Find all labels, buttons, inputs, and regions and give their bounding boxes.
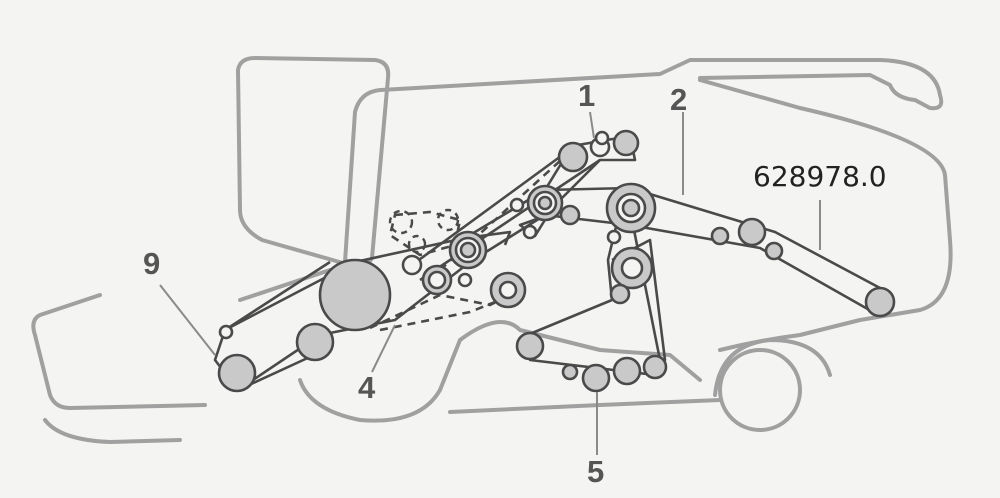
pulley-top-4 <box>612 129 640 157</box>
pulley-idler-d <box>522 224 538 240</box>
pulley-lower-b-inner <box>498 280 518 300</box>
pulley-lower-2 <box>581 363 611 393</box>
pulley-top-1 <box>557 141 589 173</box>
body-rear-outline <box>698 78 953 352</box>
header-lower <box>43 418 182 444</box>
pulley-lower-1 <box>561 363 579 381</box>
pulley-mid-right-inner <box>620 256 644 280</box>
part-number-label: 628978.0 <box>753 160 887 193</box>
pulley-double-a-inner <box>427 270 447 290</box>
pulley-large-right-inner <box>621 198 641 218</box>
pulley-feeder-large <box>217 353 257 393</box>
leader-lines <box>159 111 821 455</box>
machine-outline <box>31 56 953 444</box>
pulley-idler-c <box>509 197 525 213</box>
pulley-rear-end <box>864 286 896 318</box>
chassis-lower-outline <box>298 320 702 423</box>
pulley-lower-3 <box>612 356 642 386</box>
pulley-rear-3 <box>764 241 784 261</box>
dashed-pulley-3 <box>407 234 427 254</box>
pulley-upper-mid-inner <box>537 195 553 211</box>
pulley-rear-2 <box>737 217 767 247</box>
pulley-rear-1 <box>710 226 730 246</box>
pulley-idler-b <box>457 272 473 288</box>
rear-wheel <box>718 348 802 432</box>
body-top-outline <box>343 58 944 264</box>
belt-vertical-2 <box>628 209 662 361</box>
belt-feeder-top <box>224 260 331 332</box>
feeder-line <box>238 268 332 302</box>
pulley-idler-e <box>559 204 581 226</box>
dashed-belt-bottom <box>379 298 501 332</box>
pulley-front-lower <box>295 322 335 362</box>
cab-outline <box>236 56 391 269</box>
leader-4 <box>371 324 396 373</box>
dashed-belt-lower <box>369 293 511 330</box>
pulley-feeder-small <box>218 324 234 340</box>
dashed-pulley-1 <box>388 209 414 235</box>
dashed-pulley-2 <box>436 208 460 232</box>
header-outline <box>31 293 207 410</box>
callout-1: 1 <box>578 78 596 113</box>
leader-9 <box>159 284 216 356</box>
belt-long-diagonal <box>411 146 573 267</box>
callout-5: 5 <box>587 454 605 489</box>
alternate-pulleys <box>388 208 460 254</box>
pulley-top-3 <box>594 130 610 146</box>
leader-1 <box>589 111 595 139</box>
rear-wheel-arch <box>713 338 832 397</box>
pulley-idler-f <box>606 229 622 245</box>
pulleys <box>217 129 896 393</box>
pulley-idler-g <box>609 283 631 305</box>
pulley-lower-4 <box>642 354 668 380</box>
callout-9: 9 <box>143 246 161 281</box>
pulley-center-inner <box>459 241 477 259</box>
chassis-line <box>448 398 722 414</box>
callout-2: 2 <box>670 82 688 117</box>
pulley-main-engine <box>318 258 392 332</box>
callout-4: 4 <box>358 370 376 405</box>
pulley-lower-left <box>515 331 545 361</box>
pulley-idler-a <box>401 254 423 276</box>
